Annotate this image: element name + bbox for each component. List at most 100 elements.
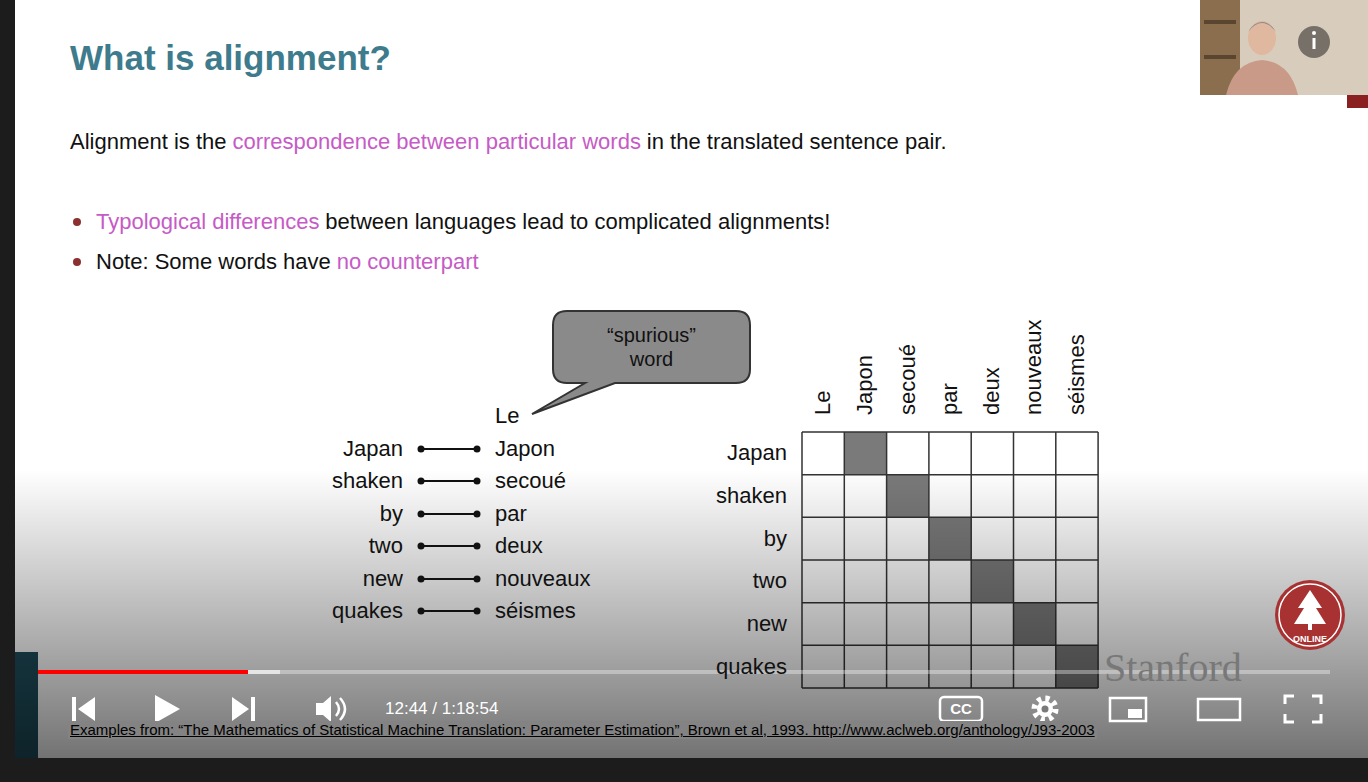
word-node: Le [479,403,535,428]
word-node: quakes [316,598,419,623]
text-line: Alignment is thecorrespondence between p… [70,129,947,154]
link-line [421,545,477,547]
link-line [421,480,477,482]
callout-text: “spurious” word [592,323,712,371]
previous-icon [78,697,95,721]
player-controls [72,695,1321,723]
bullet [73,258,81,266]
callout-shape [553,311,750,383]
miniplayer-icon [1128,709,1142,718]
highlight-text: Typological differences [96,209,319,234]
word-node: deux [479,533,559,558]
link-dot [418,607,425,614]
word-node: séismes [479,598,592,623]
settings-icon [1037,701,1053,717]
text-line: Note: Some words haveno counterpart [96,249,479,274]
slide-background [15,0,1368,758]
word-text: Le [495,403,519,428]
column-header: par [937,383,962,415]
link-line [421,610,477,612]
word-text: secoué [495,468,566,493]
word-node: shaken [316,468,419,493]
column-header: nouveaux [1021,320,1046,415]
word-node: par [479,501,543,526]
link-line [421,578,477,580]
word-node: nouveaux [479,566,606,591]
word-node: by [364,501,419,526]
word-text: séismes [495,598,576,623]
word-node: Japan [327,436,419,461]
link-dot [474,477,481,484]
aligned-cell [844,432,886,475]
row-header: shaken [716,483,787,508]
word-text: deux [495,533,543,558]
link-dot [418,445,425,452]
volume-icon [316,696,331,722]
settings-icon [1035,699,1056,720]
fullscreen-icon [1285,696,1321,722]
cc-label: CC [950,700,972,717]
miniplayer-icon [1110,698,1146,721]
callout-bubble: “spurious” word [553,311,750,383]
webcam-thumbnail [1200,0,1368,108]
alignment-link [418,575,481,582]
word-text: new [363,566,403,591]
alignment-link [418,542,481,549]
alignment-link [418,510,481,517]
row-header: quakes [716,654,787,679]
row-header: Japan [727,440,787,465]
word-text: two [369,533,403,558]
word-text: quakes [332,598,403,623]
highlight-text: correspondence between particular words [232,129,640,154]
time-display: 12:44 / 1:18:54 [385,699,498,719]
word-node: two [353,533,419,558]
previous-icon [72,697,76,721]
column-header: séismes [1064,334,1089,415]
word-text: Japon [495,436,555,461]
bullet [73,218,81,226]
player-shade [15,470,1368,758]
highlight-text: no counterpart [337,249,479,274]
link-line [421,513,477,515]
row-header: two [753,568,787,593]
logo-text: ONLINE [1293,634,1327,644]
alignment-link [418,445,481,452]
word-node: secoué [479,468,582,493]
link-dot [418,575,425,582]
settings-icon [1042,706,1049,713]
column-header: Japon [852,355,877,415]
body-text: between languages lead to complicated al… [325,209,830,234]
column-header: secoué [895,344,920,415]
footnote: Examples from: “The Mathematics of Stati… [68,721,1097,738]
link-dot [418,477,425,484]
next-icon [232,697,249,721]
link-dot [474,607,481,614]
column-header: Le [810,391,835,415]
link-dot [474,575,481,582]
theater-icon [1198,699,1240,720]
watermark: Stanford [1104,645,1242,691]
row-header: by [764,526,787,551]
row-header: new [747,611,787,636]
play-icon [155,695,180,723]
word-text: shaken [332,468,403,493]
next-icon [251,697,255,721]
stanford-online-logo [1275,580,1345,650]
column-header: deux [979,367,1004,415]
word-text: by [380,501,403,526]
body-text: Note: Some words have [96,249,331,274]
callout-outline [532,311,750,414]
body-text: in the translated sentence pair. [647,129,947,154]
link-dot [418,542,425,549]
word-text: Japan [343,436,403,461]
link-line [421,448,477,450]
link-dot [474,510,481,517]
text-line: Typological differencesbetween languages… [96,209,830,234]
word-text: nouveaux [495,566,590,591]
alignment-link [418,607,481,614]
alignment-link [418,477,481,484]
cc-box [940,697,982,721]
link-dot [474,445,481,452]
slide-title: What is alignment? [70,38,391,78]
